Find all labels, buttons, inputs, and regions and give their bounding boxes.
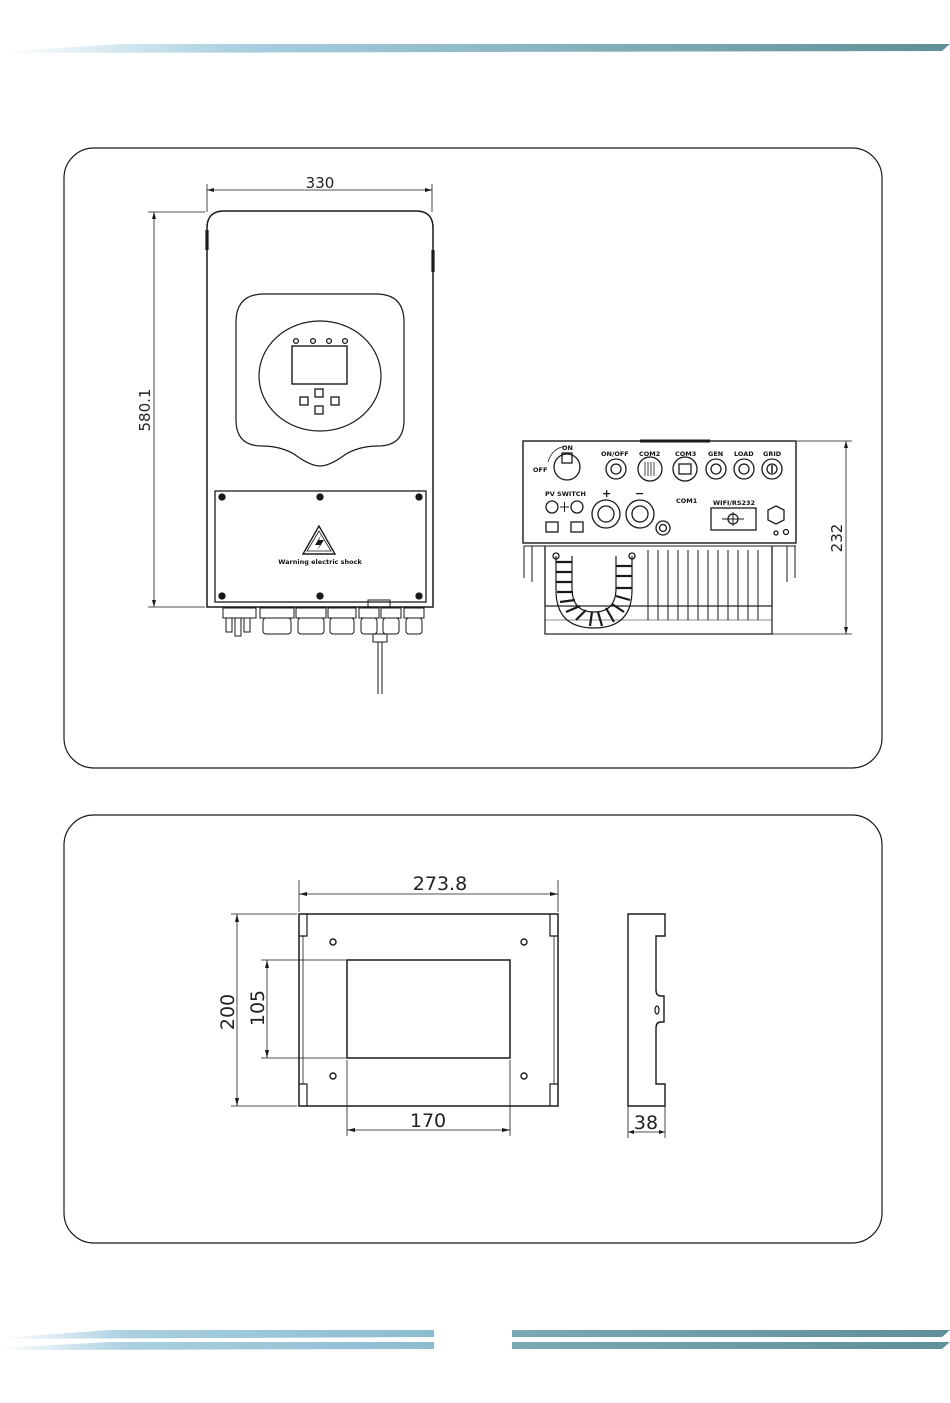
bracket-inner-height-dimension: 105 (247, 990, 269, 1026)
bracket-side-view (628, 914, 665, 1138)
bracket-thickness-dimension: 38 (634, 1112, 658, 1134)
bracket-front-view (231, 880, 558, 1136)
bracket-width-dimension: 273.8 (413, 873, 467, 895)
bracket-inner-width-dimension: 170 (410, 1110, 446, 1132)
bracket-height-dimension: 200 (217, 994, 239, 1030)
panel-frame-bottom (64, 815, 882, 1243)
